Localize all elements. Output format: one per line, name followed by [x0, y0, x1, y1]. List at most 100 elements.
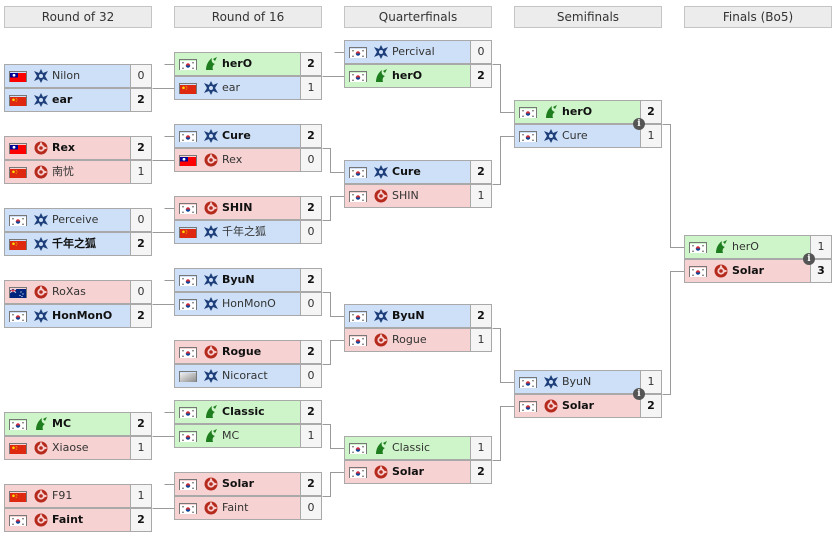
player-score: 0	[130, 209, 151, 231]
player-name[interactable]: herO	[562, 105, 593, 118]
player-name[interactable]: herO	[732, 240, 759, 253]
player-name[interactable]: 千年之狐	[52, 237, 96, 250]
player-name[interactable]: Nicoract	[222, 369, 268, 382]
player-score: 1	[470, 437, 491, 459]
player-name[interactable]: herO	[392, 69, 423, 82]
korea-flag-icon	[9, 311, 27, 322]
player-slot[interactable]: Rogue 2	[174, 340, 322, 364]
player-name[interactable]: Cure	[392, 165, 421, 178]
player-name[interactable]: Xiaose	[52, 441, 89, 454]
player-name[interactable]: ear	[52, 93, 73, 106]
player-name[interactable]: HonMonO	[52, 309, 113, 322]
player-name[interactable]: Solar	[732, 264, 765, 277]
player-name[interactable]: 千年之狐	[222, 225, 266, 238]
china-flag-icon	[9, 95, 27, 106]
player-name[interactable]: F91	[52, 489, 73, 502]
player-slot[interactable]: Faint 2	[4, 508, 152, 532]
player-name[interactable]: Rex	[222, 153, 243, 166]
player-name[interactable]: Classic	[222, 405, 265, 418]
player-name[interactable]: ByuN	[392, 309, 425, 322]
player-score: 2	[130, 509, 151, 531]
player-name[interactable]: Rogue	[222, 345, 262, 358]
player-name[interactable]: MC	[52, 417, 72, 430]
player-name[interactable]: SHIN	[392, 189, 419, 202]
player-name[interactable]: Faint	[222, 501, 249, 514]
player-score: 2	[300, 125, 321, 147]
header-round-of-32: Round of 32	[4, 6, 152, 28]
terran-race-icon	[33, 68, 49, 84]
player-slot[interactable]: Cure 2	[174, 124, 322, 148]
player-score: 2	[300, 401, 321, 423]
player-name[interactable]: Cure	[562, 129, 588, 142]
player-name[interactable]: Solar	[392, 465, 425, 478]
header-finals: Finals (Bo5)	[684, 6, 832, 28]
korea-flag-icon	[689, 266, 707, 277]
terran-race-icon	[33, 308, 49, 324]
protoss-race-icon	[203, 404, 219, 420]
match-info-icon[interactable]: i	[633, 118, 645, 130]
player-name[interactable]: Solar	[222, 477, 255, 490]
player-name[interactable]: Percival	[392, 45, 435, 58]
player-score: 2	[640, 395, 661, 417]
player-score: 2	[300, 341, 321, 363]
player-name[interactable]: HonMonO	[222, 297, 276, 310]
player-name[interactable]: Classic	[392, 441, 431, 454]
terran-race-icon	[203, 128, 219, 144]
korea-flag-icon	[519, 107, 537, 118]
match-info-icon[interactable]: i	[633, 388, 645, 400]
player-slot[interactable]: Classic 2	[174, 400, 322, 424]
match-info-icon[interactable]: i	[803, 253, 815, 265]
player-name[interactable]: SHIN	[222, 201, 253, 214]
player-name[interactable]: ByuN	[562, 375, 592, 388]
player-name[interactable]: Rogue	[392, 333, 427, 346]
player-name[interactable]: RoXas	[52, 285, 86, 298]
player-name[interactable]: ByuN	[222, 273, 255, 286]
player-name[interactable]: herO	[222, 57, 253, 70]
korea-flag-icon	[179, 431, 197, 442]
player-slot[interactable]: Perceive 0	[4, 208, 152, 232]
player-name[interactable]: Cure	[222, 129, 251, 142]
korea-flag-icon	[349, 47, 367, 58]
player-name[interactable]: MC	[222, 429, 240, 442]
player-name[interactable]: Nilon	[52, 69, 81, 82]
protoss-race-icon	[713, 239, 729, 255]
player-slot[interactable]: Solar 2	[514, 394, 662, 418]
player-name[interactable]: Rex	[52, 141, 76, 154]
player-name[interactable]: Faint	[52, 513, 84, 526]
player-name[interactable]: ear	[222, 81, 241, 94]
player-name[interactable]: 南忧	[52, 165, 74, 178]
player-name[interactable]: Solar	[562, 399, 595, 412]
player-name[interactable]: Perceive	[52, 213, 99, 226]
player-slot[interactable]: Classic 1	[344, 436, 492, 460]
